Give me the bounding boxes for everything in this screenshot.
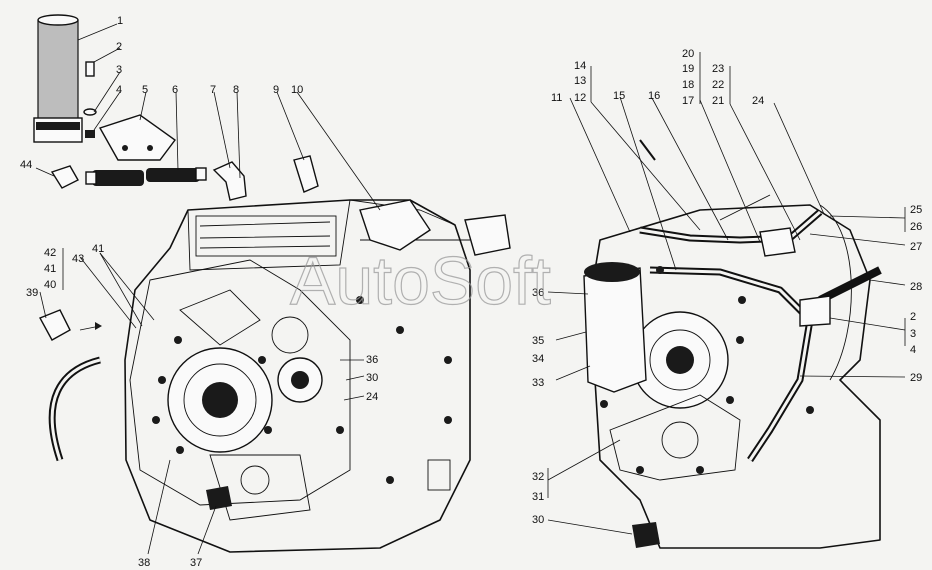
callout-14: 14 (574, 60, 586, 72)
bolt-part (85, 61, 95, 77)
callout-15: 15 (613, 90, 625, 102)
callout-27: 27 (910, 241, 922, 253)
hose-part (85, 167, 207, 186)
bolt-heads-rear (600, 266, 814, 474)
callout-37: 37 (190, 557, 202, 569)
callout-7: 7 (210, 84, 216, 96)
callout-44: 44 (20, 159, 32, 171)
callout-24: 24 (366, 391, 378, 403)
tube-28 (818, 266, 882, 304)
nut-part (85, 130, 95, 138)
callout-labels-left: 1 2 3 4 5 6 7 8 9 10 44 42 41 40 41 43 3… (20, 15, 378, 569)
callout-35: 35 (532, 335, 544, 347)
callout-32: 32 (532, 471, 544, 483)
leader-lines (35, 23, 906, 555)
pipe-part (48, 356, 101, 462)
gearbox-housing (124, 199, 471, 553)
plug-part (293, 155, 319, 193)
callout-9: 9 (273, 84, 279, 96)
callout-21: 21 (712, 95, 724, 107)
callout-41: 41 (44, 263, 56, 275)
callout-43: 43 (72, 253, 84, 265)
callout-22: 22 (712, 79, 724, 91)
callout-36: 36 (366, 354, 378, 366)
callout-28: 28 (910, 281, 922, 293)
drain-plug (632, 522, 660, 548)
callout-39: 39 (26, 287, 38, 299)
cap-part (39, 309, 71, 341)
callout-2: 2 (116, 41, 122, 53)
filter-cylinder (33, 14, 83, 143)
callout-4: 4 (116, 84, 122, 96)
callout-10: 10 (291, 84, 303, 96)
callout-30: 30 (366, 372, 378, 384)
callout-33: 33 (532, 377, 544, 389)
callout-42: 42 (44, 247, 56, 259)
callout-6: 6 (172, 84, 178, 96)
callout-30r: 30 (532, 514, 544, 526)
watermark-text: AutoSoft (290, 243, 551, 319)
callout-25: 25 (910, 204, 922, 216)
washer-part (83, 108, 97, 116)
callout-5: 5 (142, 84, 148, 96)
callout-3r: 3 (910, 328, 916, 340)
callout-2r: 2 (910, 311, 916, 323)
callout-36r: 36 (532, 287, 544, 299)
callout-38: 38 (138, 557, 150, 569)
callout-13: 13 (574, 75, 586, 87)
callout-labels-right: 14 13 12 11 15 16 20 19 18 17 23 22 21 2… (532, 48, 922, 526)
callout-3: 3 (116, 64, 122, 76)
plug-part-lower (206, 486, 232, 510)
callout-40: 40 (44, 279, 56, 291)
callout-4r: 4 (910, 344, 916, 356)
callout-16: 16 (648, 90, 660, 102)
bracket-part (98, 114, 176, 161)
callout-12: 12 (574, 92, 586, 104)
callout-41b: 41 (92, 243, 104, 255)
callout-23: 23 (712, 63, 724, 75)
callout-1: 1 (117, 15, 123, 27)
callout-20: 20 (682, 48, 694, 60)
callout-11: 11 (551, 92, 562, 104)
elbow-fitting-part (50, 165, 79, 189)
callout-18: 18 (682, 79, 694, 91)
callout-8: 8 (233, 84, 239, 96)
left-gearbox-drawing (33, 14, 511, 553)
bolt-heads (152, 296, 452, 484)
callout-26: 26 (910, 221, 922, 233)
angle-union-part (212, 161, 247, 201)
right-gearbox-drawing (583, 139, 882, 549)
callout-34: 34 (532, 353, 544, 365)
callout-24r: 24 (752, 95, 764, 107)
callout-29: 29 (910, 372, 922, 384)
callout-17: 17 (682, 95, 694, 107)
filter-housing (583, 267, 647, 393)
callout-19: 19 (682, 63, 694, 75)
callout-31: 31 (532, 491, 544, 503)
